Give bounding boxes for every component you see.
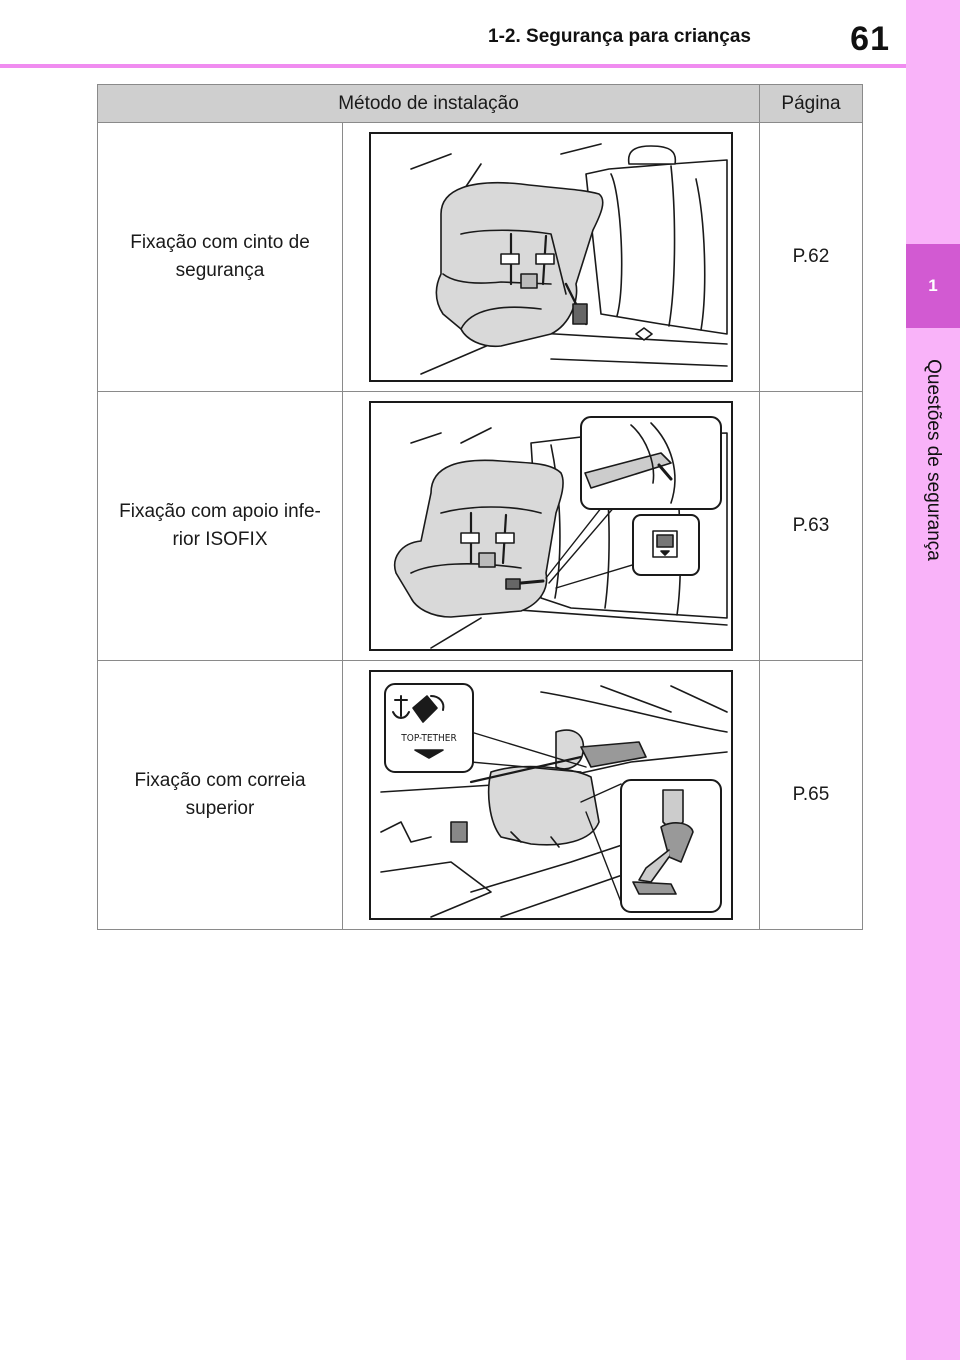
column-header-method: Método de instalação [97,84,760,123]
chapter-number: 1 [928,276,938,295]
page-ref-top-tether: P.65 [759,660,863,930]
figure-cell [342,391,760,661]
chapter-side-tab [906,0,960,1360]
table-row: Fixação com cinto de segurança [97,122,863,392]
page-ref-seatbelt: P.62 [759,122,863,392]
header-divider [0,64,906,68]
method-isofix: Fixação com apoio infe-rior ISOFIX [97,391,343,661]
table-row: Fixação com correia superior [97,660,863,930]
table-header-row: Método de instalação Página [97,84,863,123]
child-seat-seatbelt-illustration [369,132,733,382]
figure-cell: TOP-TETHER [342,660,760,930]
method-seatbelt: Fixação com cinto de segurança [97,122,343,392]
table-row: Fixação com apoio infe-rior ISOFIX [97,391,863,661]
top-tether-label: TOP-TETHER [400,733,456,744]
installation-methods-table: Método de instalação Página Fixação com … [97,84,863,930]
page-number: 61 [850,20,890,58]
method-top-tether: Fixação com correia superior [97,660,343,930]
page-ref-isofix: P.63 [759,391,863,661]
chapter-number-box: 1 [906,244,960,328]
section-title: 1-2. Segurança para crianças [488,26,751,47]
column-header-page: Página [759,84,863,123]
child-seat-top-tether-illustration: TOP-TETHER [369,670,733,920]
child-seat-isofix-illustration [369,401,733,651]
chapter-title: Questões de segurança [923,359,944,561]
figure-cell [342,122,760,392]
